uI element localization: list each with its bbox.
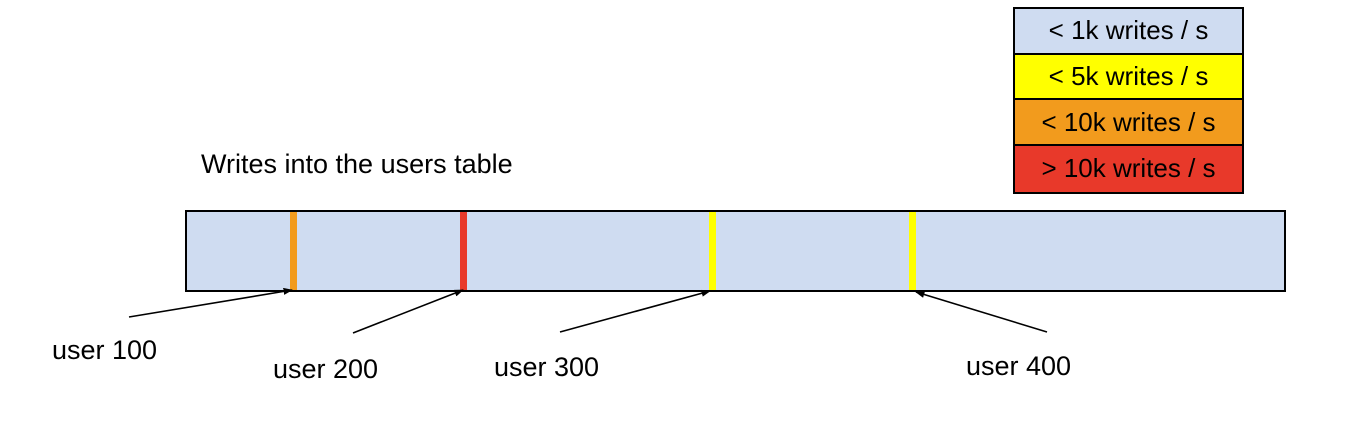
write-hotspot-stripe (289, 212, 297, 290)
write-hotspot-stripe (908, 212, 916, 290)
user-label: user 300 (494, 352, 600, 382)
user-label: user 200 (273, 354, 379, 384)
write-hotspot-stripe (708, 212, 716, 290)
user-label: user 400 (966, 351, 1072, 381)
users-table-bar (185, 210, 1286, 292)
legend-item: < 10k writes / s (1015, 100, 1242, 147)
annotation-arrow (559, 289, 711, 333)
user-label: user 100 (52, 335, 158, 365)
legend-item-label: < 5k writes / s (1048, 61, 1209, 92)
annotation-arrow (352, 289, 464, 334)
legend-item: > 10k writes / s (1015, 146, 1242, 192)
legend-item-label: < 10k writes / s (1041, 106, 1216, 137)
annotation-arrow (915, 291, 1048, 333)
legend-item: < 1k writes / s (1015, 9, 1242, 55)
annotation-arrow (128, 287, 293, 318)
diagram-title: Writes into the users table (201, 149, 513, 179)
write-hotspot-stripe (459, 212, 467, 290)
legend-item: < 5k writes / s (1015, 54, 1242, 101)
legend: < 1k writes / s < 5k writes / s < 10k wr… (1013, 7, 1244, 194)
legend-item-label: > 10k writes / s (1041, 153, 1216, 184)
legend-item-label: < 1k writes / s (1048, 15, 1209, 46)
